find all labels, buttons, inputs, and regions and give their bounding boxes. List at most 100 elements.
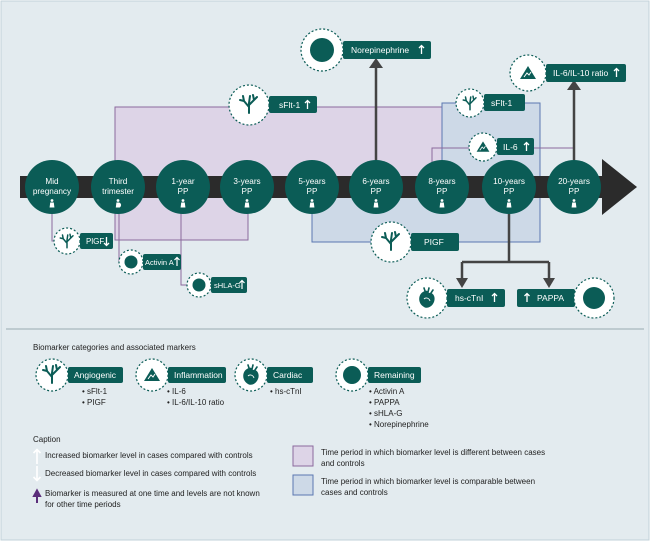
category-label: Remaining: [374, 370, 415, 380]
timeline-node-label: PP: [569, 187, 580, 196]
marker-label: sFlt-1: [491, 98, 513, 108]
caption: Caption Increased biomarker level in cas…: [32, 435, 545, 509]
arrow-up-icon: [523, 141, 530, 151]
timeline-node: [91, 160, 145, 214]
arrow-up-icon: [304, 99, 311, 109]
category-marker: • PAPPA: [369, 398, 400, 407]
timeline-node-label: PP: [242, 187, 253, 196]
marker-label: Activin A: [145, 258, 174, 267]
remaining-icon: [583, 287, 605, 309]
marker-label: PAPPA: [537, 293, 564, 303]
timeline-node-label: PP: [437, 187, 448, 196]
legend-cardiac: Cardiac • hs-cTnI: [234, 358, 313, 396]
caption-different: Time period in which biomarker level is …: [321, 448, 545, 457]
marker-pappa: PAPPA: [517, 277, 615, 319]
arrow-up-icon: [524, 292, 530, 302]
category-marker: • sFlt-1: [82, 387, 108, 396]
marker-sflt1-right: sFlt-1: [455, 88, 525, 118]
marker-shla-g: sHLA-G: [186, 272, 247, 298]
legend: Biomarker categories and associated mark…: [33, 343, 429, 429]
timeline-node-label: Mid: [45, 177, 59, 186]
caption-single-time: for other time periods: [45, 500, 121, 509]
remaining-icon: [343, 366, 361, 384]
marker-norepinephrine: Norepinephrine: [300, 28, 431, 72]
timeline-node: [156, 160, 210, 214]
blue-swatch: [292, 474, 314, 496]
timeline-node-label: PP: [504, 187, 515, 196]
arrow-up-white-icon: [32, 448, 42, 464]
caption-increased: Increased biomarker level in cases compa…: [45, 451, 253, 460]
category-label: Cardiac: [273, 370, 303, 380]
timeline-node-label: PP: [307, 187, 318, 196]
caption-single-time: Biomarker is measured at one time and le…: [45, 489, 260, 498]
remaining-icon: [124, 255, 138, 269]
marker-activin-a: Activin A: [118, 249, 181, 275]
arrow-up-icon: [418, 44, 425, 54]
caption-title: Caption: [33, 435, 61, 444]
caption-different: and controls: [321, 459, 365, 468]
legend-remaining: Remaining • Activin A • PAPPA • sHLA-G •…: [335, 358, 429, 429]
purple-period-shlag: [180, 187, 188, 286]
caption-decreased: Decreased biomarker level in cases compa…: [45, 469, 256, 478]
marker-label: IL-6/IL-10 ratio: [553, 68, 609, 78]
arrow-up-icon: [174, 256, 180, 266]
timeline-node-label: PP: [371, 187, 382, 196]
timeline-nodes: MidpregnancyThirdtrimester1-yearPP3-year…: [25, 160, 601, 214]
category-marker: • IL-6/IL-10 ratio: [167, 398, 225, 407]
category-label: Inflammation: [174, 370, 223, 380]
marker-label: PlGF: [86, 237, 104, 246]
timeline-node: [482, 160, 536, 214]
marker-hs-ctni: hs-cTnI: [406, 277, 505, 319]
timeline-node-label: 5-years: [298, 177, 325, 186]
timeline-node-label: PP: [178, 187, 189, 196]
caption-comparable: Time period in which biomarker level is …: [321, 477, 535, 486]
remaining-icon: [310, 38, 334, 62]
category-label: Angiogenic: [74, 370, 117, 380]
legend-title: Biomarker categories and associated mark…: [33, 343, 196, 352]
marker-label: IL-6: [503, 142, 518, 152]
marker-label: sHLA-G: [214, 281, 241, 290]
legend-angiogenic: Angiogenic • sFlt-1 • PIGF: [35, 358, 123, 407]
single-measure-arrows: [369, 58, 581, 288]
arrow-down-icon: [103, 237, 110, 247]
timeline-node: [547, 160, 601, 214]
arrow-up-icon: [239, 279, 245, 289]
category-marker: • PIGF: [82, 398, 106, 407]
timeline-node: [25, 160, 79, 214]
timeline-node-label: 3-years: [233, 177, 260, 186]
marker-il6: IL-6: [468, 132, 534, 162]
category-marker: • Activin A: [369, 387, 405, 396]
purple-swatch: [292, 445, 314, 467]
arrow-down-white-icon: [32, 466, 42, 482]
marker-label: hs-cTnI: [455, 293, 483, 303]
arrow-up-purple-icon: [32, 488, 42, 503]
timeline-node-label: 1-year: [171, 177, 194, 186]
timeline-node: [220, 160, 274, 214]
category-marker: • Norepinephrine: [369, 420, 429, 429]
legend-inflammation: Inflammation • IL-6 • IL-6/IL-10 ratio: [135, 358, 226, 407]
category-marker: • IL-6: [167, 387, 186, 396]
timeline-node: [349, 160, 403, 214]
caption-comparable: cases and controls: [321, 488, 388, 497]
timeline-node-label: Third: [109, 177, 128, 186]
timeline-node-label: 6-years: [362, 177, 389, 186]
marker-label: PIGF: [424, 237, 444, 247]
timeline-node-label: 10-years: [493, 177, 525, 186]
marker-label: sFlt-1: [279, 100, 301, 110]
timeline-node-label: 8-years: [428, 177, 455, 186]
marker-sflt1-top: sFlt-1: [228, 84, 317, 126]
category-marker: • sHLA-G: [369, 409, 402, 418]
marker-label: Norepinephrine: [351, 45, 409, 55]
marker-il6-il10: IL-6/IL-10 ratio: [509, 54, 626, 92]
remaining-icon: [192, 278, 206, 292]
timeline-node-label: 20-years: [558, 177, 590, 186]
timeline-node: [415, 160, 469, 214]
marker-plgf-right: PIGF: [370, 221, 459, 263]
timeline-node-label: pregnancy: [33, 187, 72, 196]
timeline-node-label: trimester: [102, 187, 134, 196]
arrow-up-icon: [613, 67, 620, 77]
marker-plgf-left: PlGF: [53, 227, 113, 255]
category-marker: • hs-cTnI: [270, 387, 302, 396]
